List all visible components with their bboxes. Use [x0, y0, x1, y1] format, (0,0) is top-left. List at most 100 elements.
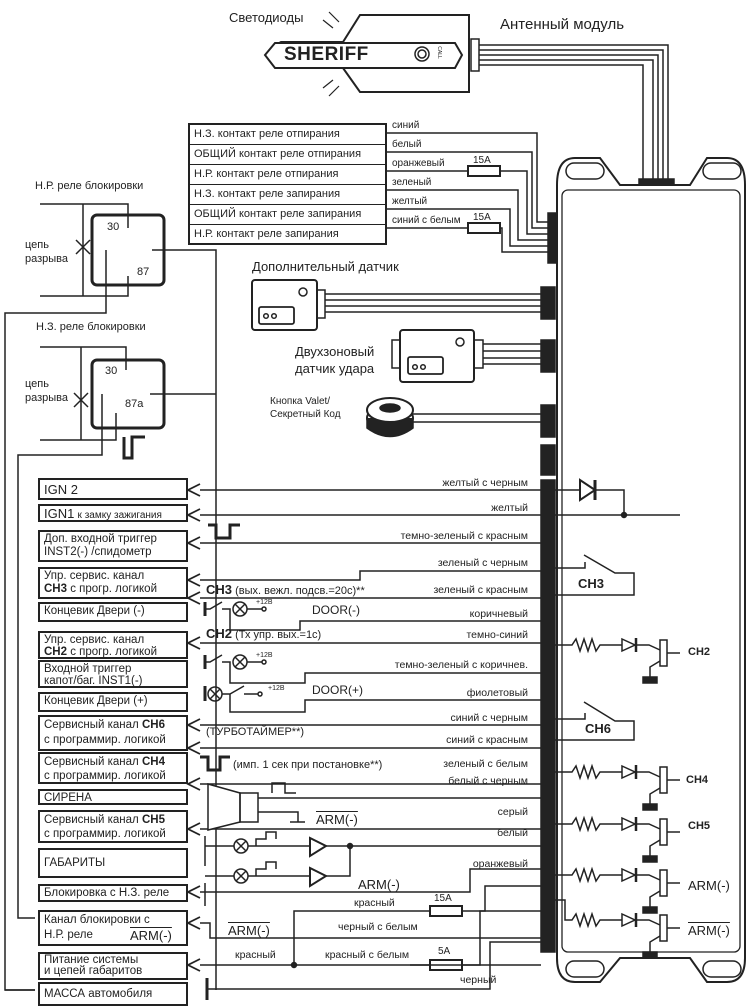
ign1-box: IGN1 к замку зажигания [38, 504, 188, 522]
ch5-text: Сервисный канал [44, 814, 142, 826]
no-block-text: Н.Р. реле [44, 929, 93, 941]
arm-note: ARM(-) [358, 877, 400, 892]
wire-label: белый с черным [448, 775, 528, 787]
contact-row: ОБЩИЙ контакт реле запирания [190, 205, 385, 225]
break-label: цепь [25, 378, 49, 390]
power-line: Питание системы [44, 954, 139, 966]
ch2-bold: CH2 [44, 646, 68, 658]
ch2-text: с прогр. логикой [67, 646, 157, 658]
contact-row: Н.Р. контакт реле запирания [194, 228, 339, 240]
fuse-label: 5A [438, 946, 451, 957]
unit-ch6-label: CH6 [585, 721, 612, 736]
remote-module [263, 11, 480, 97]
ch6-line: Сервисный канал CH6 [44, 718, 182, 733]
wire-label: красный [354, 897, 395, 909]
wire-label: черный с белым [338, 921, 418, 933]
no-block-arm: ARM(-) [130, 928, 172, 943]
ch4-line: Сервисный канал CH4 [44, 755, 182, 769]
door-lock-contact-table: Н.З. контакт реле отпирания ОБЩИЙ контак… [188, 123, 387, 245]
ch2-note-bold: CH2 [206, 626, 233, 641]
pin-label: 87a [125, 398, 144, 410]
wire-label: красный [235, 949, 276, 961]
left-wires [5, 490, 680, 1000]
shock-sensor-label: датчик удара [295, 361, 375, 376]
no-relay-title: Н.Р. реле блокировки [35, 180, 144, 192]
antenna-cable [479, 44, 669, 182]
wire-label: зеленый с красным [433, 584, 528, 596]
contact-row: Н.З. контакт реле отпирания [190, 125, 385, 145]
inst1-line: капот/баг. INST1(-) [44, 675, 143, 687]
ch2-note-text: (Тх упр. вых.=1с) [232, 629, 322, 641]
wire-label: желтый с черным [442, 477, 528, 489]
wire-label: темно-зеленый с коричнев. [394, 659, 528, 671]
wire-label: белый [392, 139, 422, 150]
wire-label: фиолетовый [466, 687, 528, 699]
arm-bar-note: ARM(-) [316, 812, 358, 827]
transistor-stage-ch2 [555, 636, 680, 684]
nc-block-box: Блокировка с Н.З. реле [38, 884, 188, 902]
ch5-line: с программир. логикой [44, 828, 166, 840]
ch5-bold: CH5 [141, 814, 165, 826]
door-plus-note: DOOR(+) [312, 683, 363, 697]
door-lock-wires [387, 132, 548, 253]
unit-circuits [555, 478, 635, 741]
door-minus-box: Концевик Двери (-) [38, 602, 188, 622]
sensors [251, 279, 541, 438]
wire-label: красный с белым [325, 949, 410, 961]
break-label: разрыва [25, 253, 69, 265]
arm-bar-note: ARM(-) [228, 923, 270, 938]
call-button-label: CALL [435, 46, 442, 59]
nc-relay-title: Н.З. реле блокировки [36, 321, 146, 333]
wire-label: зеленый с черным [437, 557, 528, 569]
brand-logo: SHERIFF [284, 44, 369, 65]
wire-label: синий [392, 120, 420, 131]
pin-label: 87 [137, 266, 150, 278]
contact-row: ОБЩИЙ контакт реле отпирания [190, 145, 385, 165]
ch3-line: CH3 с прогр. логикой [44, 583, 182, 596]
plus12-label: +12В [256, 599, 273, 606]
transistor-stage-arm-bar [555, 899, 680, 959]
wire-label: синий с черным [450, 712, 528, 724]
wire-label: серый [497, 806, 528, 818]
unit-ch5-label: CH5 [688, 820, 711, 832]
wire-label: темно-зеленый с красным [400, 530, 528, 542]
ch3-note-text: (вых. вежл. подсв.=20с)** [232, 585, 365, 597]
wire-label: зеленый [392, 177, 432, 188]
unit-ch3-label: CH3 [578, 576, 605, 591]
ch6-bold: CH6 [141, 719, 165, 731]
ch4-line: с программир. логикой [44, 770, 166, 782]
ch5-line: Сервисный канал CH5 [44, 813, 182, 827]
wire-label: оранжевый [472, 858, 528, 870]
transistor-stage-ch4 [555, 763, 680, 811]
break-label: цепь [25, 239, 49, 251]
extra-sensor-label: Дополнительный датчик [252, 259, 399, 274]
ch3-note: CH3 (вых. вежл. подсв.=20с)** [206, 583, 365, 597]
leds-label: Светодиоды [229, 10, 304, 25]
valet-label: Кнопка Valet/ [270, 396, 331, 407]
inst2-line: Доп. входной триггер [44, 533, 157, 545]
wire-label: синий с белым [392, 215, 461, 226]
ch2-line: Упр. сервис. канал [44, 634, 145, 646]
ch3-line: Упр. сервис. канал [44, 570, 145, 582]
ch6-text: Сервисный канал [44, 719, 142, 731]
fuse-label: 15A [473, 212, 491, 223]
no-block-line: Н.Р. реле ARM(-) [44, 928, 182, 943]
shock-sensor-label: Двухзоновый [295, 344, 375, 359]
parking-lights-box: ГАБАРИТЫ [38, 848, 188, 878]
unit-arm-label: ARM(-) [688, 878, 730, 893]
ign2-box: IGN 2 [38, 478, 188, 500]
main-unit [540, 157, 746, 983]
power-line: и цепей габаритов [44, 965, 143, 977]
unit-arm-bar-label: ARM(-) [688, 923, 730, 938]
ch2-line: CH2 с прогр. логикой [44, 646, 182, 658]
transistor-stage-arm [555, 866, 680, 914]
